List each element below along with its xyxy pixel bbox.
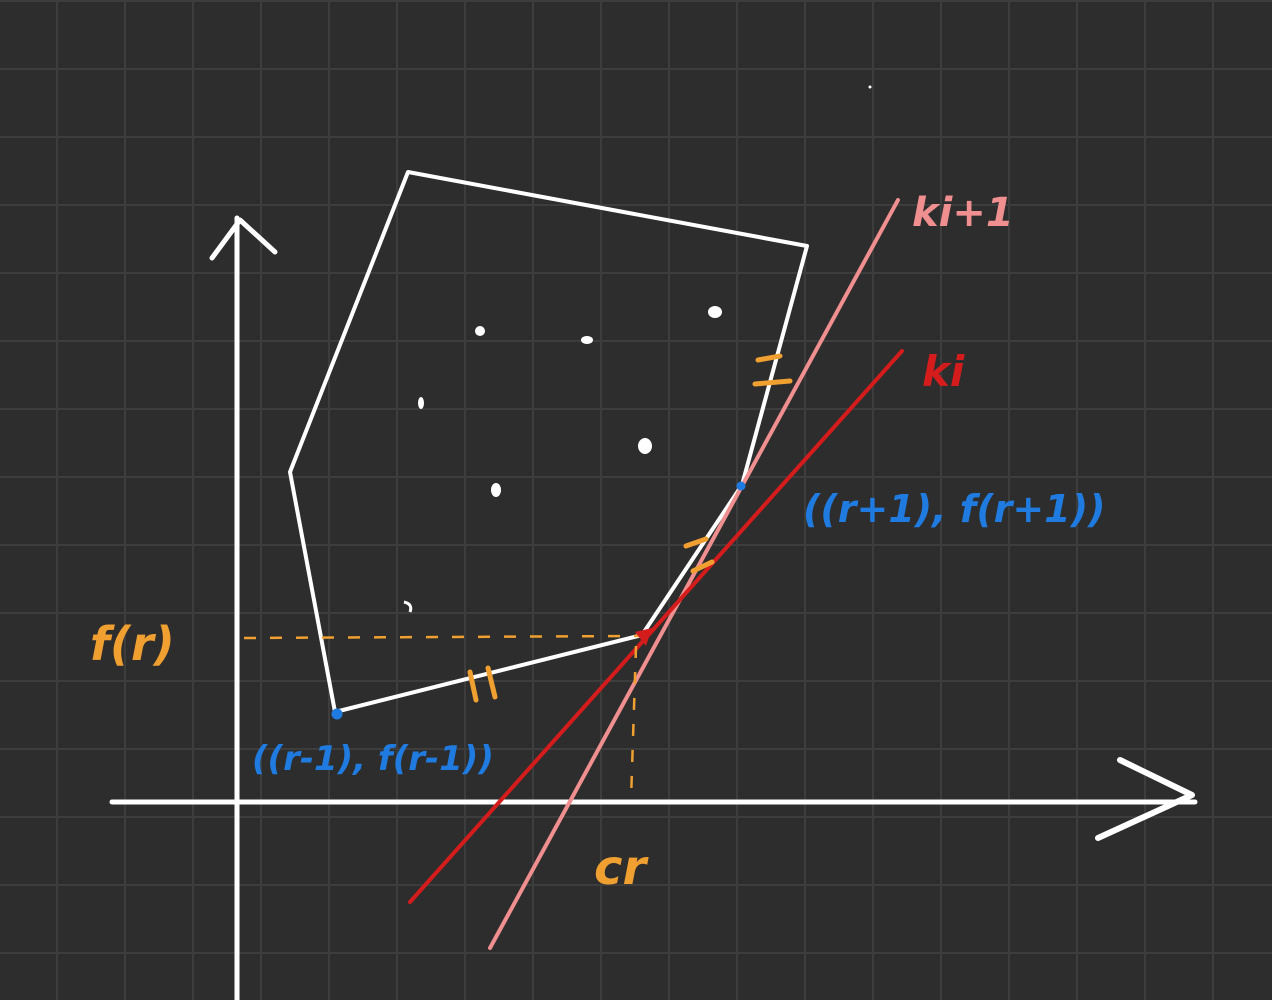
label-f-r: f(r) <box>90 617 175 671</box>
label-k-i-plus-1: ki+1 <box>912 190 1014 236</box>
tick-mark-lower <box>485 665 498 700</box>
interior-point <box>418 397 424 409</box>
point-r-minus-1 <box>331 708 343 720</box>
interior-points <box>403 85 872 613</box>
line-k-i <box>408 349 904 904</box>
interior-point <box>475 326 485 336</box>
label-point-r-minus-1: ((r-1), f(r-1)) <box>252 739 494 779</box>
tick-mark-middle <box>683 536 709 549</box>
f-r-guide-line <box>243 634 641 640</box>
convex-hull-polygon <box>288 170 809 714</box>
tick-mark-upper <box>755 353 783 363</box>
interior-point <box>708 306 722 318</box>
tick-mark-lower <box>467 669 479 703</box>
label-c-r: cr <box>594 840 649 896</box>
interior-point <box>868 85 872 89</box>
tick-mark-upper <box>752 378 793 387</box>
point-r <box>635 628 652 646</box>
line-k-i-plus-1 <box>488 198 900 950</box>
interior-point <box>638 438 652 454</box>
label-point-r-plus-1: ((r+1), f(r+1)) <box>803 487 1105 531</box>
tick-mark-middle <box>690 559 715 574</box>
interior-point <box>581 336 593 344</box>
edge-tick-marks <box>467 353 793 703</box>
label-k-i: ki <box>922 347 965 396</box>
interior-point <box>491 483 501 497</box>
axes <box>109 215 1198 1000</box>
y-axis-arrowhead-icon <box>209 217 278 261</box>
c-r-guide-line <box>629 645 638 801</box>
x-axis-arrowhead-icon <box>1095 757 1195 841</box>
point-r-plus-1 <box>736 481 746 491</box>
interior-point <box>403 600 413 613</box>
